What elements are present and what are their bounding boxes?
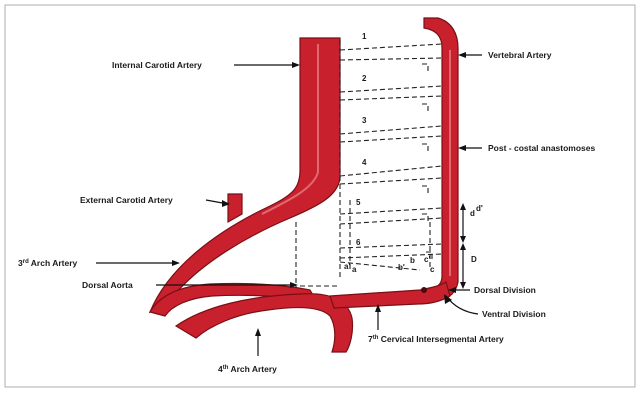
marker-a-prime: a' <box>344 262 350 271</box>
marker-D: D <box>471 255 477 264</box>
segment-4: 4 <box>362 158 367 167</box>
marker-d-prime: d' <box>476 204 483 213</box>
marker-b-prime: b' <box>398 263 405 272</box>
label-post-costal: Post - costal anastomoses <box>488 143 596 153</box>
marker-c: c <box>430 265 435 274</box>
segment-6: 6 <box>356 238 361 247</box>
marker-b: b <box>410 256 415 265</box>
segment-2: 2 <box>362 74 367 83</box>
segment-3: 3 <box>362 116 367 125</box>
segment-1: 1 <box>362 32 367 41</box>
label-ventral-division: Ventral Division <box>482 309 546 319</box>
marker-c-prime: c' <box>424 255 430 264</box>
label-external-carotid: External Carotid Artery <box>80 195 173 205</box>
marker-a: a <box>352 265 357 274</box>
dorsal-division-node <box>421 287 427 293</box>
label-seventh-intersegmental: 7th Cervical Intersegmental Artery <box>368 334 504 344</box>
marker-d: d <box>470 209 475 218</box>
label-dorsal-aorta: Dorsal Aorta <box>82 280 133 290</box>
label-dorsal-division: Dorsal Division <box>474 285 536 295</box>
label-vertebral: Vertebral Artery <box>488 50 552 60</box>
segment-5: 5 <box>356 198 361 207</box>
label-internal-carotid: Internal Carotid Artery <box>112 60 202 70</box>
